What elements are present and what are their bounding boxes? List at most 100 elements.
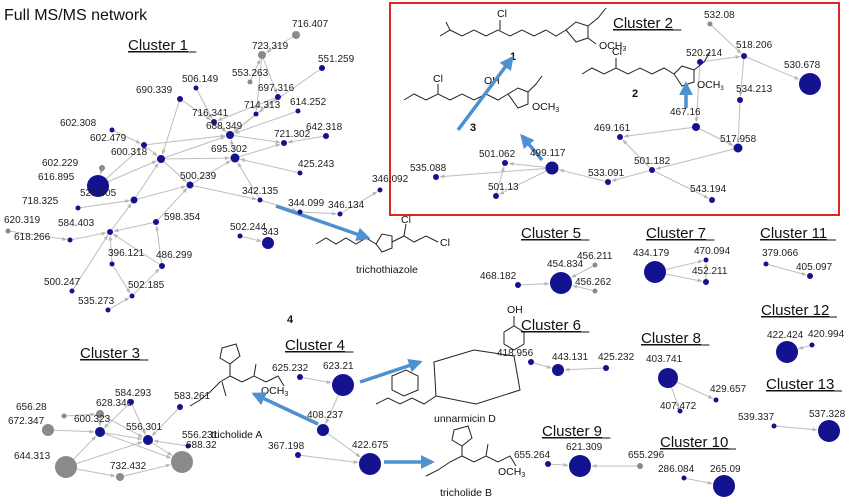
network-node-n543_194[interactable] [709, 197, 715, 203]
network-node-n344_099[interactable] [297, 209, 303, 215]
network-node-n500_247[interactable] [69, 288, 75, 294]
network-node-n342_135[interactable] [257, 197, 263, 203]
network-node-n697_316[interactable] [275, 94, 281, 100]
network-node-n518_206[interactable] [741, 53, 747, 59]
network-node-n532_08[interactable] [707, 21, 713, 27]
network-edge [683, 477, 713, 485]
network-node-n396_121[interactable] [109, 261, 115, 267]
network-node-n618_266[interactable] [67, 237, 73, 243]
network-node-n452_211[interactable] [703, 279, 709, 285]
network-node-n584_403[interactable] [107, 229, 113, 235]
network-node-n688_349[interactable] [226, 131, 234, 139]
network-node-n456_262[interactable] [592, 288, 598, 294]
network-node-n506_149[interactable] [193, 85, 199, 91]
network-node-n655_296[interactable] [637, 463, 643, 469]
network-node-n656_28[interactable] [61, 413, 67, 419]
node-label-n425_232: 425.232 [598, 352, 635, 363]
network-node-n534_213[interactable] [737, 97, 743, 103]
network-node-n286_084[interactable] [681, 475, 687, 481]
network-node-n486_299[interactable] [159, 263, 165, 269]
network-node-n367_198[interactable] [295, 452, 301, 458]
network-node-n408_237[interactable] [317, 424, 329, 436]
network-node-n620_319[interactable] [5, 228, 11, 234]
network-node-n468_182[interactable] [515, 282, 521, 288]
network-node-n467_16[interactable] [692, 123, 700, 131]
network-node-n556_301[interactable] [143, 435, 153, 445]
network-node-n501_13[interactable] [493, 193, 499, 199]
network-node-n655_264[interactable] [545, 461, 551, 467]
network-node-n556_231[interactable] [185, 443, 191, 449]
network-node-n602_308[interactable] [109, 127, 115, 133]
network-node-n418_956[interactable] [528, 359, 534, 365]
network-node-n672_347[interactable] [42, 424, 54, 436]
network-node-n533_091[interactable] [605, 179, 611, 185]
network-node-n600_323[interactable] [95, 427, 105, 437]
network-node-n346_092[interactable] [377, 187, 383, 193]
network-node-n422_424[interactable] [776, 341, 798, 363]
network-node-n425_232[interactable] [603, 365, 609, 371]
network-node-n625_232[interactable] [297, 374, 303, 380]
network-node-n602_479[interactable] [141, 142, 147, 148]
node-label-n520_214: 520.214 [686, 48, 723, 59]
network-node-n718_325[interactable] [75, 205, 81, 211]
network-node-n616_895[interactable] [87, 175, 109, 197]
network-node-n688_32[interactable] [171, 451, 193, 473]
network-node-n517_958[interactable] [733, 143, 743, 153]
network-node-n600_318[interactable] [157, 155, 165, 163]
network-node-n530_678[interactable] [799, 73, 821, 95]
network-node-n499_117[interactable] [545, 161, 559, 175]
network-node-n614_252[interactable] [295, 108, 301, 114]
network-node-n422_675[interactable] [359, 453, 381, 475]
network-node-n403_741[interactable] [658, 368, 678, 388]
network-node-n501_182[interactable] [649, 167, 655, 173]
network-node-n346_134[interactable] [337, 211, 343, 217]
network-node-n714_313[interactable] [253, 111, 259, 117]
network-node-n535_088[interactable] [433, 174, 439, 180]
network-node-n535_273[interactable] [105, 307, 111, 313]
network-node-n584_293[interactable] [128, 399, 134, 405]
node-label-n732_432: 732.432 [110, 461, 147, 472]
network-node-n379_066[interactable] [763, 261, 769, 267]
network-node-n429_657[interactable] [713, 397, 719, 403]
network-node-n502_185[interactable] [129, 293, 135, 299]
network-node-n723_319[interactable] [258, 51, 266, 59]
network-node-n628_346[interactable] [96, 410, 104, 418]
network-node-n642_318[interactable] [323, 133, 329, 139]
network-node-n583_261[interactable] [177, 404, 183, 410]
network-node-n539_337[interactable] [771, 423, 777, 429]
network-node-n537_328[interactable] [818, 420, 840, 442]
network-node-n420_994[interactable] [809, 342, 815, 348]
network-node-n716_341[interactable] [211, 119, 217, 125]
network-node-n621_309[interactable] [569, 455, 591, 477]
network-node-n690_339[interactable] [177, 96, 183, 102]
network-node-n644_313[interactable] [55, 456, 77, 478]
network-node-n500_239[interactable] [186, 181, 194, 189]
network-edge [63, 412, 96, 417]
network-node-n501_062[interactable] [502, 160, 508, 166]
network-node-n454_834[interactable] [550, 272, 572, 294]
network-node-n434_179[interactable] [644, 261, 666, 283]
network-node-n443_131[interactable] [552, 364, 564, 376]
network-node-n407_472[interactable] [677, 408, 683, 414]
network-node-n469_161[interactable] [617, 134, 623, 140]
network-node-n553_263[interactable] [247, 79, 253, 85]
network-node-n602_229[interactable] [99, 165, 105, 171]
network-node-n502_244[interactable] [237, 233, 243, 239]
network-node-n695_302[interactable] [230, 153, 240, 163]
network-node-n265_09[interactable] [713, 475, 735, 497]
network-node-n456_211[interactable] [592, 262, 598, 268]
network-node-n623_21[interactable] [332, 374, 354, 396]
network-edge [699, 55, 741, 63]
network-node-n520_214[interactable] [697, 59, 703, 65]
network-node-n528_805[interactable] [130, 196, 138, 204]
network-node-n716_407[interactable] [292, 31, 300, 39]
network-node-n343[interactable] [262, 237, 274, 249]
network-node-n732_432[interactable] [116, 473, 124, 481]
network-node-n425_243[interactable] [297, 170, 303, 176]
network-node-n405_097[interactable] [807, 273, 813, 279]
network-node-n721_302[interactable] [281, 140, 287, 146]
network-node-n598_354[interactable] [153, 219, 159, 225]
network-node-n551_259[interactable] [319, 65, 325, 71]
network-node-n470_094[interactable] [703, 257, 709, 263]
network-nodes: 553.263716.407723.319551.259690.339506.1… [4, 10, 846, 497]
